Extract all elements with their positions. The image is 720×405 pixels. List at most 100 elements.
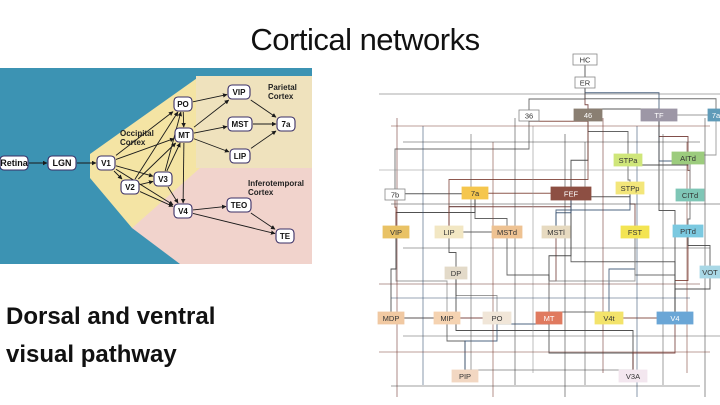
node-label: TEO	[231, 201, 247, 210]
connection-36-7b	[394, 115, 530, 195]
arrow-v1-v4	[115, 168, 174, 206]
node-lgn: LGN	[47, 155, 77, 171]
node-label: V1	[101, 159, 111, 168]
connection-7b-vip	[394, 194, 397, 232]
area-citd: CITd	[675, 188, 705, 202]
node-po: PO	[173, 96, 193, 112]
area-tf: TF	[640, 108, 678, 122]
node-v3: V3	[153, 171, 173, 187]
area-vip: VIP	[382, 225, 410, 239]
inferotemporal-region	[132, 168, 312, 264]
area-fst: FST	[620, 225, 650, 239]
connection-7a2-mstd	[474, 193, 508, 232]
arrow-v3-po	[164, 111, 182, 172]
area-label: HC	[580, 56, 591, 65]
node-retina: Retina	[0, 155, 29, 171]
arrow-mt-vip	[193, 99, 230, 128]
area-er: ER	[574, 76, 596, 89]
arrow-mt-v4	[180, 142, 186, 204]
node-label: PO	[177, 100, 189, 109]
connection-er-7a	[584, 82, 717, 115]
area-46: 46	[573, 108, 603, 122]
area-label: V3A	[626, 372, 640, 381]
area-mdp: MDP	[377, 311, 405, 325]
arrow-po-vip	[192, 93, 228, 103]
node-teo: TEO	[226, 197, 252, 213]
node-v2: V2	[120, 179, 140, 195]
area-label: FEF	[564, 190, 579, 199]
area-label: MIP	[440, 314, 453, 323]
node-mt: MT	[174, 127, 194, 143]
area-label: 46	[584, 111, 592, 120]
area-label: 7b	[391, 191, 399, 200]
area-v4t: V4t	[594, 311, 624, 325]
area-aitd: AITd	[671, 151, 705, 165]
connection-46-fef	[570, 115, 589, 194]
arrow-v1-mt	[115, 137, 175, 160]
connection-dp-v3a	[455, 273, 634, 376]
area-vot: VOT	[699, 265, 720, 279]
connection-dp-po	[455, 273, 498, 318]
subtitle-line-2: visual pathway	[6, 341, 177, 368]
pathway-arrows	[29, 93, 277, 235]
arrow-v3-v4	[167, 186, 179, 204]
area-label: PITd	[680, 227, 696, 236]
visual-pathway-diagram: OccipitalCortexParietalCortexInferotempo…	[0, 68, 312, 264]
connection-pitd-v4	[674, 231, 689, 318]
area-label: STPp	[621, 184, 640, 193]
connection-lip-dp	[448, 232, 457, 273]
arrow-mt-mst	[193, 125, 228, 134]
slide-subtitle: Dorsal and ventral visual pathway	[6, 298, 215, 374]
node-label: VIP	[233, 88, 247, 97]
connection-pip-po	[464, 318, 498, 376]
area-7a: 7a	[707, 108, 720, 122]
area-label: MDP	[383, 314, 400, 323]
node-label: TE	[280, 232, 291, 241]
area-stpa: STPa	[613, 153, 643, 167]
arrow-v1-v2	[113, 170, 123, 180]
area-label: CITd	[682, 191, 698, 200]
connection-46-stpa	[587, 115, 629, 160]
connection-fst-mt	[548, 232, 636, 318]
node-label: LIP	[234, 152, 247, 161]
connection-lines	[379, 59, 720, 397]
area-msti: MSTl	[541, 225, 571, 239]
connection-fst-v4t	[608, 232, 636, 318]
node-vip: VIP	[227, 84, 251, 100]
connection-mt-v3a	[548, 318, 634, 376]
arrow-v3-mt	[166, 142, 181, 172]
area-label: AITd	[680, 154, 696, 163]
connection-v3a-v4	[632, 318, 676, 376]
node-label: V2	[125, 183, 135, 192]
area-dp: DP	[444, 266, 468, 280]
connection-pitd-vot	[687, 231, 711, 272]
area-label: MSTl	[547, 228, 565, 237]
area-7a2: 7a	[461, 186, 489, 200]
connection-mstd-mt	[506, 232, 550, 318]
node-label: LGN	[53, 158, 72, 168]
arrow-mt-lip	[193, 138, 230, 153]
arrow-vip-7a	[250, 99, 277, 118]
area-stpp: STPp	[615, 181, 645, 195]
slide-title: Cortical networks	[250, 22, 480, 57]
arrow-v2-mt	[137, 142, 177, 180]
area-pip: PIP	[451, 369, 479, 383]
arrow-v2-po	[134, 111, 179, 180]
area-label: FST	[628, 228, 643, 237]
arrow-v4-teo	[192, 204, 227, 211]
node-mst: MST	[227, 116, 253, 132]
connection-msti-mt	[548, 232, 557, 318]
area-label: 7a	[712, 111, 720, 120]
node-v1: V1	[96, 155, 116, 171]
node-label: V4	[178, 207, 188, 216]
node-label: MST	[232, 120, 249, 129]
area-pitd: PITd	[672, 224, 704, 238]
area-mt: MT	[535, 311, 563, 325]
area-fef: FEF	[550, 186, 592, 201]
connection-vip-mip	[395, 232, 448, 318]
arrow-lip-7a	[250, 130, 277, 149]
arrow-v1-po	[115, 111, 174, 156]
subtitle-line-1: Dorsal and ventral	[6, 303, 216, 330]
